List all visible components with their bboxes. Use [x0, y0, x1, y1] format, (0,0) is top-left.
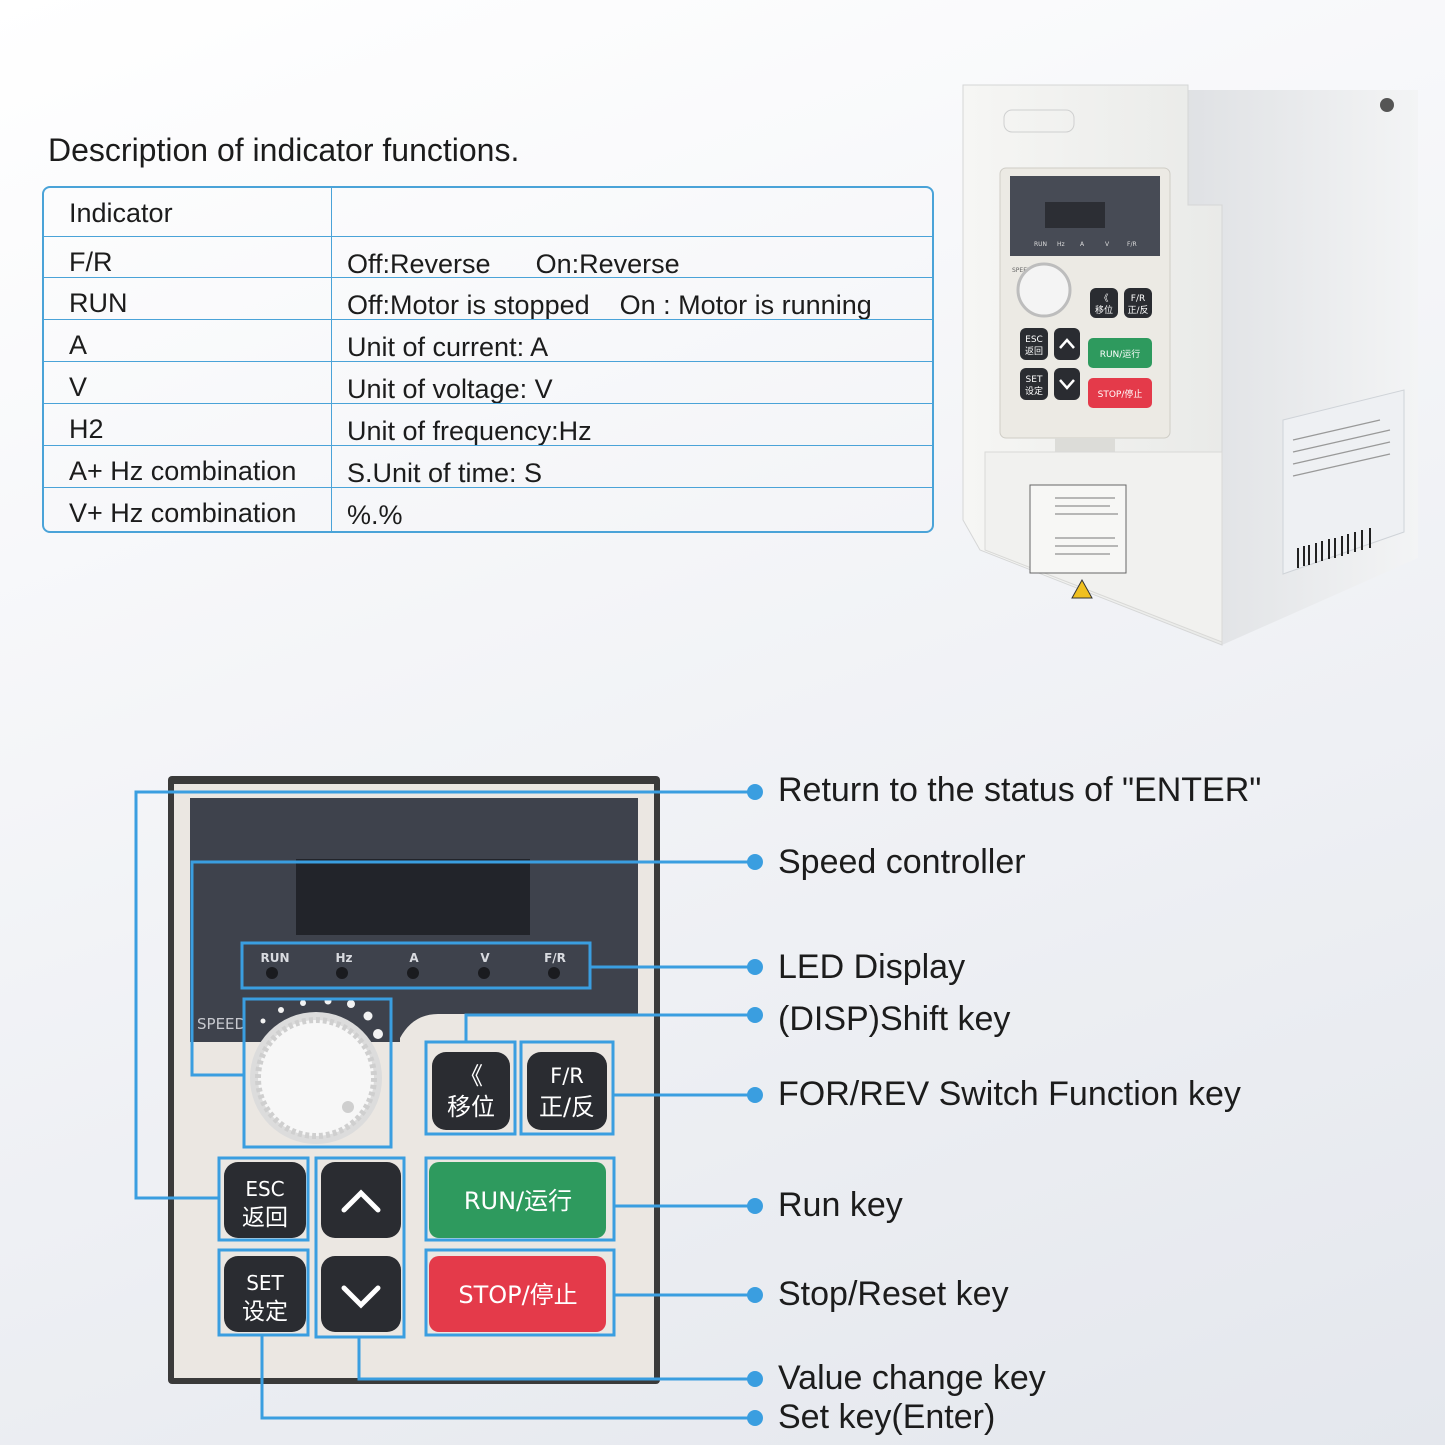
- down-key: [321, 1256, 401, 1332]
- set-key-label: SET: [246, 1271, 284, 1295]
- table-cell: RUN: [69, 288, 128, 318]
- photo-key-label: 设定: [1025, 385, 1043, 397]
- callout-return: Return to the status of "ENTER": [778, 771, 1262, 809]
- table-cell: F/R: [69, 247, 113, 277]
- esc-key-label: 返回: [242, 1205, 288, 1231]
- table-cell: A: [69, 330, 88, 360]
- table-row: V+ Hz combination %.%: [44, 487, 932, 530]
- photo-warning-label: [1029, 484, 1127, 574]
- indicator-table: Indicator F/R Off:Reverse On:Reverse RUN…: [42, 186, 934, 533]
- led-label-hz: Hz: [335, 951, 352, 965]
- table-cell: Unit of frequency:Hz: [347, 416, 592, 446]
- callout-value: Value change key: [778, 1359, 1046, 1397]
- page-title: Description of indicator functions.: [48, 132, 520, 168]
- callout-set: Set key(Enter): [778, 1398, 996, 1436]
- photo-key-label: 正/反: [1127, 305, 1148, 316]
- table-row: F/R Off:Reverse On:Reverse: [44, 236, 932, 279]
- chevron-down-icon: [1059, 379, 1075, 390]
- led-label-v: V: [480, 951, 490, 965]
- speed-knob: [255, 1017, 377, 1139]
- photo-key-label: F/R: [1131, 294, 1145, 304]
- column-divider: [331, 188, 332, 531]
- table-header-row: Indicator: [44, 188, 932, 229]
- table-cell: S.Unit of time: S: [347, 458, 543, 488]
- photo-led-window: [1045, 202, 1105, 228]
- table-cell: V+ Hz combination: [69, 498, 297, 528]
- led-label-run: RUN: [260, 951, 289, 965]
- keypad-closeup: RUN Hz A V F/R SPEED 《 移位 F/R 正/反 ESC 返回…: [168, 776, 660, 1384]
- led-indicator: [407, 967, 419, 979]
- table-row: V Unit of voltage: V: [44, 361, 932, 404]
- photo-key-label: 返回: [1025, 345, 1043, 357]
- photo-led-label: RUN: [1034, 241, 1047, 248]
- shift-key-label: 《: [459, 1062, 483, 1090]
- photo-run-key: [1088, 338, 1152, 368]
- photo-barcode: [1297, 528, 1371, 568]
- led-label-fr: F/R: [544, 951, 566, 965]
- set-key-label: 设定: [242, 1299, 288, 1325]
- led-indicator: [478, 967, 490, 979]
- callout-fr: FOR/REV Switch Function key: [778, 1075, 1241, 1113]
- top-slot: [1003, 109, 1075, 133]
- table-cell: V: [69, 372, 88, 402]
- table-cell: H2: [69, 414, 104, 444]
- photo-speed-label: SPEED: [1012, 267, 1032, 274]
- up-key: [321, 1162, 401, 1238]
- inverter-photo: RUN Hz A V F/R SPEED 《 移位 F/R 正/反 ESC 返回…: [962, 84, 1418, 646]
- photo-key-label: ESC: [1025, 335, 1043, 345]
- led-indicator: [266, 967, 278, 979]
- photo-fr-key: [1124, 288, 1152, 318]
- chevron-up-icon: [1059, 338, 1075, 349]
- table-row: A Unit of current: A: [44, 319, 932, 362]
- table-cell: Off:Motor is stopped On : Motor is runni…: [347, 290, 872, 320]
- callout-stop: Stop/Reset key: [778, 1275, 1009, 1313]
- table-cell: %.%: [347, 500, 403, 530]
- photo-led-label: Hz: [1057, 241, 1065, 248]
- table-header-cell: Indicator: [69, 198, 173, 228]
- table-cell: Unit of voltage: V: [347, 374, 553, 404]
- photo-speed-knob: [1016, 262, 1072, 318]
- led-indicator: [336, 967, 348, 979]
- photo-set-key: [1020, 368, 1048, 400]
- photo-key-label: RUN/运行: [1100, 348, 1141, 360]
- stop-key-label: STOP/停止: [458, 1281, 577, 1309]
- mount-hole-icon: [1380, 98, 1394, 112]
- photo-up-key: [1054, 328, 1080, 360]
- led-display-window: [296, 859, 530, 935]
- photo-key-label: SET: [1026, 375, 1043, 385]
- photo-esc-key: [1020, 328, 1048, 360]
- table-row: H2 Unit of frequency:Hz: [44, 403, 932, 446]
- photo-led-label: A: [1080, 241, 1085, 248]
- photo-key-label: 《: [1099, 293, 1108, 304]
- photo-key-label: STOP/停止: [1098, 388, 1143, 400]
- speed-label: SPEED: [197, 1015, 246, 1033]
- photo-key-label: 移位: [1095, 304, 1113, 316]
- knob-dot: [342, 1101, 354, 1113]
- fr-key-label: 正/反: [539, 1093, 595, 1121]
- run-key-label: RUN/运行: [464, 1187, 572, 1215]
- table-cell: A+ Hz combination: [69, 456, 297, 486]
- callout-led: LED Display: [778, 948, 966, 986]
- led-indicator: [548, 967, 560, 979]
- shift-key-label: 移位: [447, 1093, 495, 1121]
- esc-key-label: ESC: [245, 1177, 284, 1201]
- photo-led-label: V: [1105, 241, 1110, 248]
- callout-shift: (DISP)Shift key: [778, 1000, 1011, 1038]
- table-cell: Unit of current: A: [347, 332, 549, 362]
- table-row: A+ Hz combination S.Unit of time: S: [44, 445, 932, 488]
- callout-speed: Speed controller: [778, 843, 1026, 881]
- led-label-a: A: [409, 951, 419, 965]
- table-cell: Off:Reverse On:Reverse: [347, 249, 680, 279]
- callout-run: Run key: [778, 1186, 903, 1224]
- table-row: RUN Off:Motor is stopped On : Motor is r…: [44, 277, 932, 320]
- photo-stop-key: [1088, 378, 1152, 408]
- photo-rating-label: [1282, 389, 1405, 575]
- photo-down-key: [1054, 368, 1080, 400]
- photo-warning-icon: [1071, 578, 1093, 599]
- photo-led-label: F/R: [1127, 241, 1137, 248]
- photo-shift-key: [1090, 288, 1118, 318]
- fr-key-label: F/R: [550, 1064, 584, 1088]
